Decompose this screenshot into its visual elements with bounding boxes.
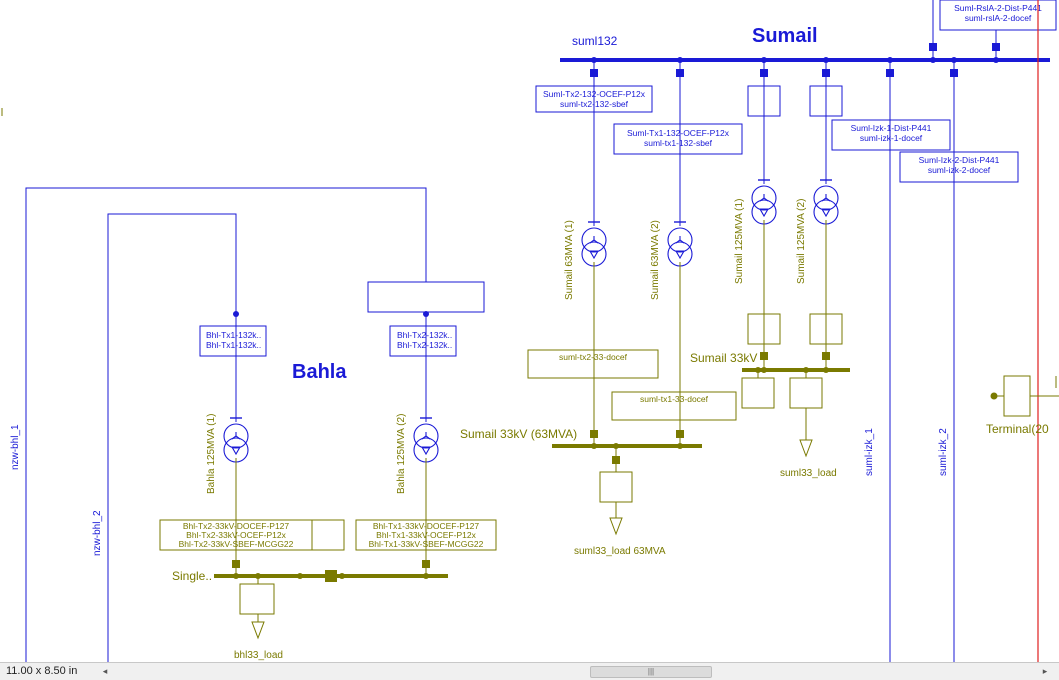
line-label-nzw-bhl-1: nzw-bhl_1 [10,424,21,470]
relay-line: Bhl-Tx1-33kV-SBEF-MCGG22 [369,539,484,549]
relay-line: Bhl-Tx2-132k.. [397,340,452,350]
bus-label-single: Single.. [172,569,212,583]
load-label-suml33-63mva: suml33_load 63MVA [574,546,666,557]
load-label-suml33: suml33_load [780,468,837,479]
single-line-diagram[interactable]: Sumail suml132 Suml-Tx2-132-OCEF-P12x su… [0,0,1059,662]
line-label-suml-izk-2: suml-izk_2 [938,428,949,476]
sumail-title: Sumail [752,25,818,47]
relay-line: Suml-Izk-2-Dist-P441 [919,155,1000,165]
load-label-bhl33: bhl33_load [234,650,283,661]
relay-line: Bhl-Tx1-132k.. [206,340,261,350]
relay-bhl-tx2-33[interactable]: Bhl-Tx2-33kV-DOCEF-P127 Bhl-Tx2-33kV-OCE… [179,521,294,549]
relay-line: Suml-RslA-2-Dist-P441 [954,3,1042,13]
terminal-20[interactable] [991,0,1059,662]
status-bar: 11.00 x 8.50 in ◂ ||| ▸ [0,662,1059,680]
scroll-left-arrow-icon[interactable]: ◂ [100,665,110,677]
suml132-label: suml132 [572,34,618,48]
relay-suml-tx1-132[interactable]: Suml-Tx1-132-OCEF-P12x suml-tx1-132-sbef [627,128,730,148]
transformer-label: Sumail 63MVA (2) [650,220,661,300]
relay-line: Suml-Izk-1-Dist-P441 [851,123,932,133]
relay-suml-izk-2[interactable]: Suml-Izk-2-Dist-P441 suml-izk-2-docef [919,155,1000,175]
relay-suml-tx2-33[interactable]: suml-tx2-33-docef [559,352,628,362]
relay-suml-tx2-132[interactable]: Suml-Tx2-132-OCEF-P12x suml-tx2-132-sbef [543,89,646,109]
transformer-label: Bahla 125MVA (1) [206,414,217,494]
relay-line: suml-tx1-132-sbef [644,138,713,148]
relay-line: Bhl-Tx1-132k.. [206,330,261,340]
relay-bhl-tx1-132[interactable]: Bhl-Tx1-132k.. Bhl-Tx1-132k.. [206,330,261,350]
scroll-right-arrow-icon[interactable]: ▸ [1040,665,1050,677]
line-label-suml-izk-1: suml-izk_1 [864,428,875,476]
transformer-label: Sumail 125MVA (1) [734,199,745,284]
scroll-thumb[interactable]: ||| [590,666,712,678]
relay-line: Bhl-Tx2-132k.. [397,330,452,340]
relay-suml-rsla-2[interactable]: Suml-RslA-2-Dist-P441 suml-rslA-2-docef [954,3,1042,23]
horizontal-scrollbar[interactable]: ◂ ||| ▸ [100,665,1050,677]
transformer-label: Bahla 125MVA (2) [396,414,407,494]
relay-line: suml-izk-2-docef [928,165,991,175]
relay-bhl-tx1-33[interactable]: Bhl-Tx1-33kV-DOCEF-P127 Bhl-Tx1-33kV-OCE… [369,521,484,549]
relay-bhl-tx2-132[interactable]: Bhl-Tx2-132k.. Bhl-Tx2-132k.. [397,330,452,350]
relay-line: suml-izk-1-docef [860,133,923,143]
bahla-title: Bahla [292,361,347,383]
bus-label-sumail-33kv-63mva: Sumail 33kV (63MVA) [460,427,577,441]
transformer-label: Sumail 63MVA (1) [564,220,575,300]
relay-suml-tx1-33[interactable]: suml-tx1-33-docef [640,394,709,404]
relay-line: suml-tx2-132-sbef [560,99,629,109]
transformer-label: Sumail 125MVA (2) [796,199,807,284]
relay-line: Bhl-Tx2-33kV-SBEF-MCGG22 [179,539,294,549]
relay-line: Suml-Tx1-132-OCEF-P12x [627,128,730,138]
bus-label-sumail-33kv: Sumail 33kV [690,351,757,365]
terminal-label: Terminal(20 [986,422,1049,436]
relay-suml-izk-1[interactable]: Suml-Izk-1-Dist-P441 suml-izk-1-docef [851,123,932,143]
sheet-size-label: 11.00 x 8.50 in [6,665,77,677]
relay-line: suml-rslA-2-docef [965,13,1032,23]
line-label-nzw-bhl-2: nzw-bhl_2 [92,510,103,556]
bahla-132kv-section [26,188,484,662]
relay-line: Suml-Tx2-132-OCEF-P12x [543,89,646,99]
